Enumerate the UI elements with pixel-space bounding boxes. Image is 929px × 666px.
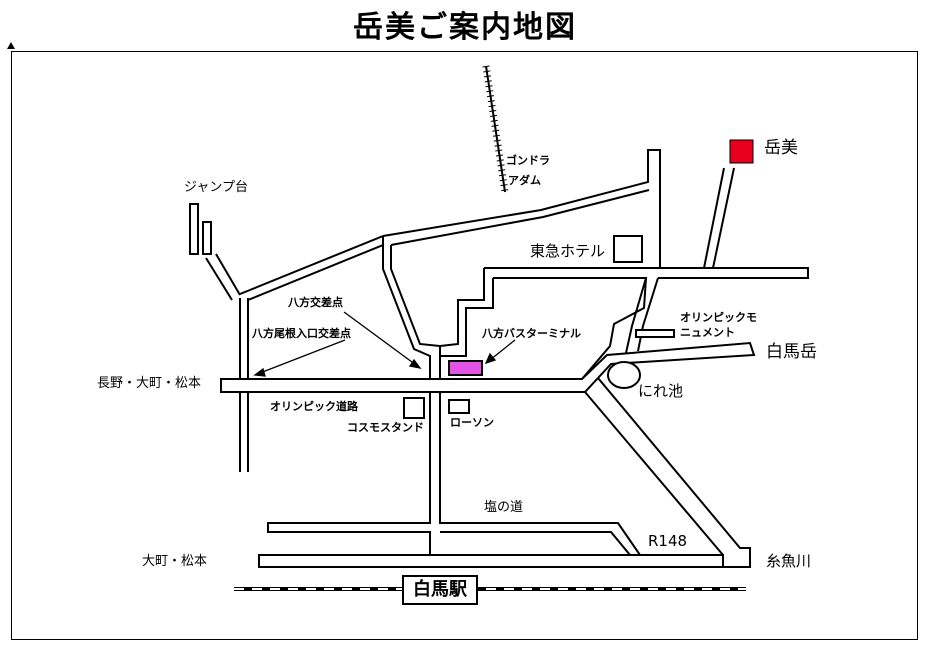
label-hakuba-dake: 白馬岳 — [766, 342, 817, 362]
cosmo-stand-marker — [403, 397, 425, 419]
label-olympic-monument-1: オリンピックモ — [680, 311, 757, 324]
label-olympic-road: オリンピック道路 — [270, 400, 358, 413]
label-gakumi: 岳美 — [764, 138, 798, 158]
label-happo-intersection: 八方交差点 — [288, 296, 343, 309]
road-gakumi-e — [712, 167, 735, 269]
road-gakumi-w — [703, 167, 725, 269]
gondola-line — [485, 65, 506, 193]
bus-terminal-marker — [448, 360, 483, 376]
road-center-south-e — [439, 392, 641, 556]
map-title: 岳美ご案内地図 — [353, 10, 577, 45]
road-hotel-lower — [439, 268, 485, 347]
arrow-happo-crossing-line — [343, 311, 417, 366]
olympic-monument-marker — [635, 329, 675, 338]
road-olympic — [220, 341, 756, 393]
road-monument-w — [625, 277, 647, 354]
jump-platform-a — [189, 203, 199, 255]
nire-pond — [607, 361, 641, 389]
gakumi-marker — [729, 139, 754, 164]
label-itoigawa: 糸魚川 — [766, 552, 812, 570]
lawson-marker — [448, 399, 470, 414]
road-adam-lower — [247, 244, 384, 301]
road-jump-diag-inner — [205, 257, 233, 301]
tokyu-hotel-marker — [613, 235, 643, 263]
label-adam: アダム — [508, 174, 541, 187]
jump-platform-b — [202, 221, 212, 255]
road-itoigawa-inner — [597, 377, 751, 568]
road-hotel-lower2 — [493, 277, 648, 380]
road-jump-diag-outer — [215, 253, 241, 296]
label-omachi: 大町・松本 — [142, 554, 208, 569]
road-shio-inner — [440, 531, 633, 556]
road-r148 — [258, 554, 724, 568]
map-frame — [11, 51, 918, 640]
label-bus-terminal: 八方バスターミナル — [482, 327, 581, 340]
arrow-happo-crossing-head — [408, 358, 422, 369]
label-nagano: 長野・大町・松本 — [97, 376, 202, 391]
label-shio-no-michi: 塩の道 — [484, 500, 524, 515]
label-r148: R148 — [648, 532, 688, 550]
label-lawson: ローソン — [450, 416, 494, 429]
road-itoigawa-outer — [584, 391, 724, 556]
label-gondola: ゴンドラ — [506, 154, 550, 167]
label-olympic-monument-2: ニュメント — [680, 326, 735, 339]
road-hotel-upper — [484, 267, 809, 279]
corner-marker — [7, 42, 15, 49]
road-hotel-lower3 — [440, 278, 494, 357]
label-happo-entrance: 八方尾根入口交差点 — [252, 327, 351, 340]
arrow-happo-entrance-head — [253, 367, 266, 377]
road-center-south-w — [267, 392, 431, 555]
arrow-bus-terminal-line — [489, 339, 516, 361]
road-center-north-w — [382, 236, 431, 379]
arrow-happo-entrance-line — [259, 339, 346, 374]
label-nire-ike: にれ池 — [638, 382, 684, 400]
road-adam-northeast-inner — [390, 189, 650, 246]
station-label: 白馬駅 — [402, 575, 478, 605]
road-monument-e — [637, 277, 659, 352]
label-tokyu-hotel: 東急ホテル — [530, 242, 606, 260]
road-adam-upper — [239, 235, 384, 295]
road-center-north-e — [390, 245, 441, 379]
label-cosmo-stand: コスモスタンド — [347, 421, 424, 434]
arrow-bus-terminal-head — [484, 352, 497, 365]
label-jump: ジャンプ台 — [184, 180, 248, 195]
